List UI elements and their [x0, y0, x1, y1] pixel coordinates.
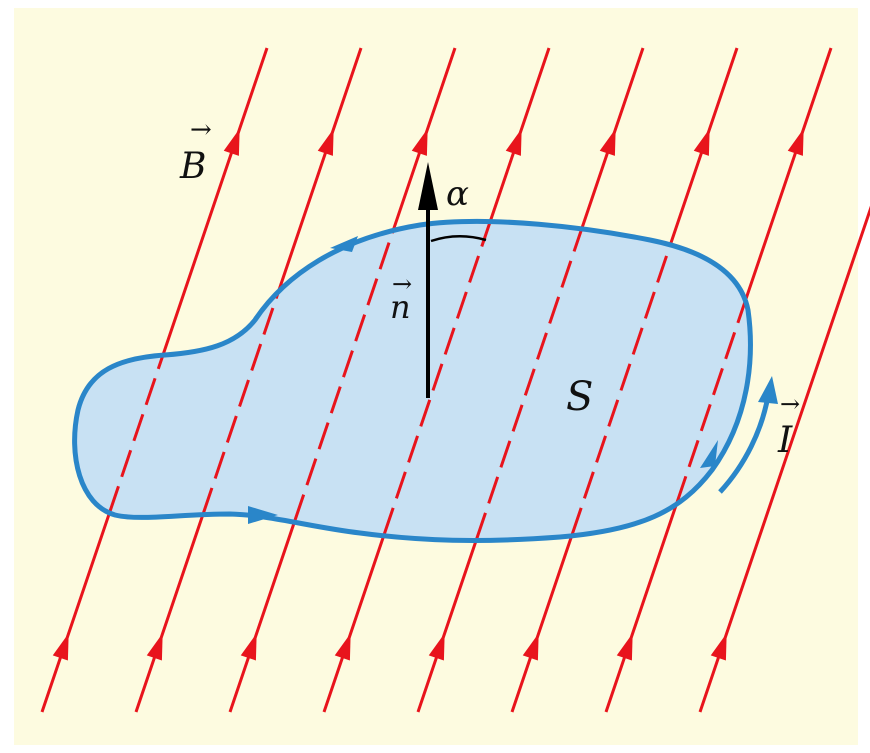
- label-current: → I: [777, 390, 800, 461]
- field-line-dashed-segment: [382, 220, 492, 535]
- current-loop-outline: [72, 218, 753, 543]
- field-line-solid-segment: [228, 520, 297, 713]
- field-line-arrowhead: [616, 633, 633, 661]
- field-line-solid-segment: [40, 512, 111, 713]
- field-line: [510, 47, 739, 713]
- loop-arrow-bottom: [248, 506, 278, 524]
- field-line-arrowhead: [146, 633, 163, 661]
- field-line-arrowhead: [317, 128, 334, 156]
- field-line: [416, 47, 645, 713]
- area-label: S: [566, 374, 593, 420]
- field-line-arrowhead: [52, 633, 69, 661]
- field-line: [322, 47, 551, 713]
- current-loop-area: [74, 221, 751, 541]
- current-label: I: [777, 420, 793, 461]
- field-line: [698, 205, 870, 713]
- label-field: → B: [179, 115, 212, 187]
- angle-arc: [430, 235, 487, 243]
- vector-marker-i: →: [780, 390, 800, 418]
- field-line-arrowhead: [411, 128, 428, 156]
- field-line-solid-segment: [744, 47, 833, 301]
- loop-arrow-top: [330, 236, 358, 252]
- field-line-arrowhead: [599, 128, 616, 156]
- field-line-arrowhead: [710, 633, 727, 661]
- field-line-dashed-segment: [201, 289, 281, 515]
- vector-marker-b: →: [190, 115, 212, 145]
- field-line-dashed-segment: [108, 354, 165, 514]
- field-line-arrowhead: [428, 633, 445, 661]
- field-line-solid-segment: [322, 533, 386, 713]
- field-line-arrowhead: [787, 128, 804, 156]
- field-line-solid-segment: [698, 205, 870, 713]
- field-line-dashed-segment: [570, 243, 673, 535]
- field-line-dashed-segment: [675, 299, 747, 504]
- field-line-dashed-segment: [293, 228, 396, 522]
- field-line-arrowhead: [334, 633, 351, 661]
- field-line-solid-segment: [161, 47, 269, 356]
- magnetic-field-lines: [40, 47, 870, 713]
- field-line: [604, 47, 833, 713]
- vector-marker-n: →: [392, 270, 412, 298]
- normal-label: n: [390, 288, 411, 326]
- field-line-solid-segment: [277, 47, 363, 291]
- label-normal: → n: [390, 270, 412, 326]
- field-line: [134, 47, 363, 713]
- field-line-arrowhead: [522, 633, 539, 661]
- field-line-arrowhead: [693, 128, 710, 156]
- loop-arrow-right: [700, 440, 718, 468]
- normal-vector-arrowhead: [418, 162, 438, 210]
- field-line-solid-segment: [416, 538, 478, 713]
- field-line-solid-segment: [604, 502, 679, 713]
- field-line-arrowhead: [240, 633, 257, 661]
- field-line-solid-segment: [134, 513, 205, 713]
- loop-direction-arrows: [248, 236, 718, 524]
- field-line-dashed-segment: [475, 226, 584, 540]
- field-line-arrowhead: [505, 128, 522, 156]
- angle-label: α: [446, 174, 469, 214]
- field-line-arrowhead: [223, 128, 240, 156]
- field-line: [228, 47, 457, 713]
- field-line: [40, 47, 269, 713]
- current-arrow: [718, 376, 778, 494]
- field-label: B: [179, 146, 206, 187]
- field-line-solid-segment: [510, 533, 574, 713]
